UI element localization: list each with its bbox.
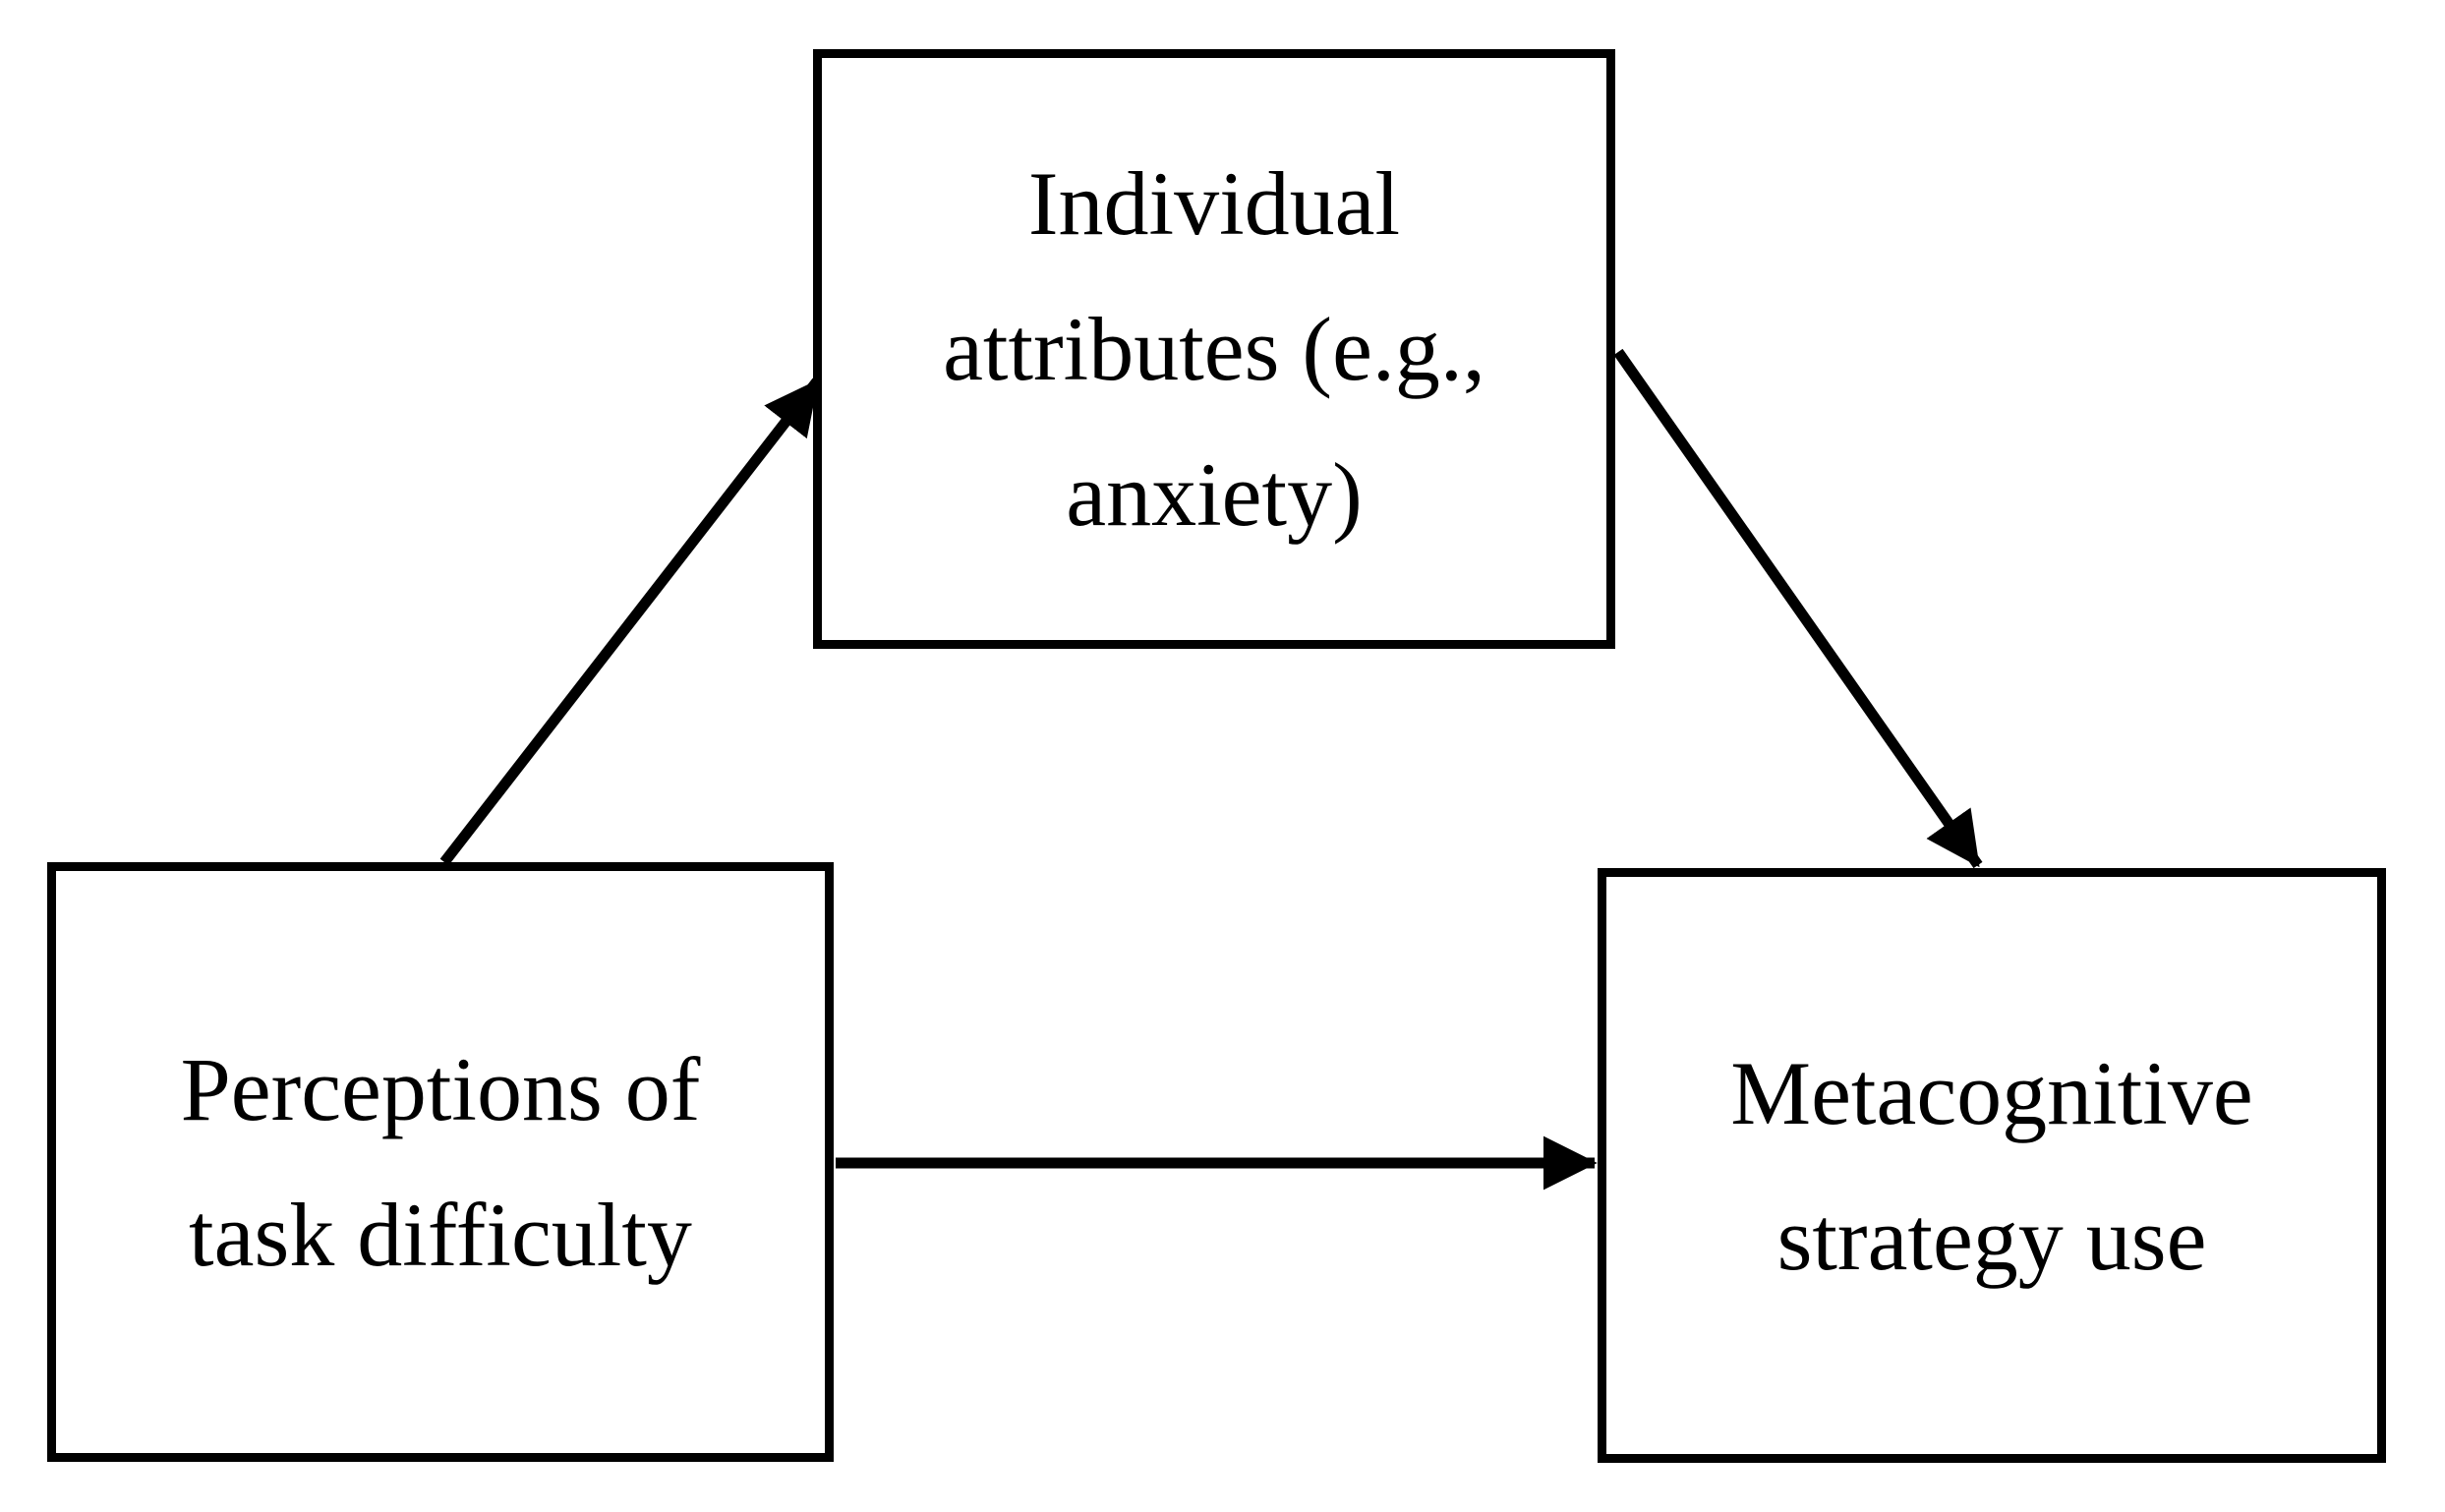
- node-metacognitive-line-2: strategy use: [1776, 1188, 2207, 1289]
- node-metacognitive-line-1: Metacognitive: [1730, 1042, 2253, 1143]
- node-individual-attributes-line-3: anxiety): [1066, 444, 1363, 545]
- arrow-perceptions-to-individual-attributes: [439, 378, 822, 866]
- node-perceptions-line-2: task difficulty: [189, 1185, 692, 1285]
- node-metacognitive-strategy-use: Metacognitive strategy use: [1598, 868, 2386, 1463]
- node-individual-attributes-line-2: attributes (e.g.,: [943, 299, 1485, 399]
- node-perceptions-of-task-difficulty: Perceptions of task difficulty: [47, 862, 834, 1462]
- node-individual-attributes: Individual attributes (e.g., anxiety): [813, 49, 1615, 649]
- node-individual-attributes-line-1: Individual: [1027, 153, 1401, 254]
- node-perceptions-line-1: Perceptions of: [180, 1039, 701, 1139]
- arrow-individual-attributes-to-metacognitive: [1613, 348, 1983, 869]
